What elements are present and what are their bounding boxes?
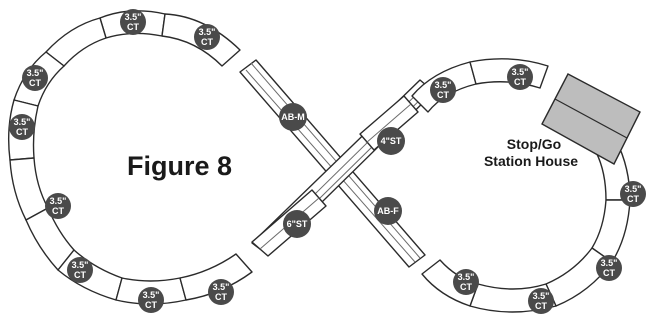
svg-text:3.5": 3.5" <box>533 291 550 301</box>
svg-text:3.5": 3.5" <box>625 184 642 194</box>
station-house-building <box>541 73 641 165</box>
curve-badge: 3.5"CT <box>45 193 71 219</box>
badge-4in-st: 4"ST <box>377 127 405 155</box>
svg-text:CT: CT <box>52 206 64 216</box>
svg-text:CT: CT <box>603 268 615 278</box>
svg-text:AB-M: AB-M <box>281 112 305 122</box>
straight-4in <box>359 95 419 151</box>
curve-badge: 3.5"CT <box>138 287 164 313</box>
station-label-line1: Stop/Go <box>507 136 561 152</box>
badge-6in-st: 6"ST <box>283 210 311 238</box>
svg-text:3.5": 3.5" <box>50 196 67 206</box>
station-label-line2: Station House <box>484 153 578 169</box>
curve-badge: 3.5"CT <box>67 257 93 283</box>
curve-badge: 3.5"CT <box>9 114 35 140</box>
svg-text:CT: CT <box>145 300 157 310</box>
curve-badge: 3.5"CT <box>120 9 146 35</box>
svg-text:3.5": 3.5" <box>458 272 475 282</box>
left-loop <box>7 10 253 305</box>
curve-badge: 3.5"CT <box>22 65 48 91</box>
svg-text:CT: CT <box>514 77 526 87</box>
curve-badge: 3.5"CT <box>453 269 479 295</box>
curve-badge: 3.5"CT <box>430 77 456 103</box>
svg-text:CT: CT <box>460 282 472 292</box>
svg-text:CT: CT <box>16 127 28 137</box>
svg-text:4"ST: 4"ST <box>381 136 402 146</box>
svg-text:3.5": 3.5" <box>143 290 160 300</box>
badge-ab-f: AB-F <box>374 197 402 225</box>
svg-text:CT: CT <box>215 292 227 302</box>
svg-text:CT: CT <box>627 194 639 204</box>
svg-text:CT: CT <box>74 270 86 280</box>
svg-text:CT: CT <box>201 37 213 47</box>
svg-text:CT: CT <box>29 78 41 88</box>
svg-text:CT: CT <box>437 90 449 100</box>
svg-text:CT: CT <box>127 22 139 32</box>
figure-title: Figure 8 <box>127 151 232 181</box>
svg-text:3.5": 3.5" <box>601 258 618 268</box>
svg-text:3.5": 3.5" <box>125 12 142 22</box>
svg-text:3.5": 3.5" <box>27 68 44 78</box>
svg-text:3.5": 3.5" <box>72 260 89 270</box>
svg-text:3.5": 3.5" <box>512 67 529 77</box>
svg-text:3.5": 3.5" <box>213 282 230 292</box>
curve-badge: 3.5"CT <box>507 64 533 90</box>
svg-text:6"ST: 6"ST <box>287 219 308 229</box>
curve-badge: 3.5"CT <box>208 279 234 305</box>
svg-text:3.5": 3.5" <box>199 27 216 37</box>
badge-ab-m: AB-M <box>279 103 307 131</box>
svg-text:AB-F: AB-F <box>377 206 399 216</box>
curve-badge: 3.5"CT <box>596 255 622 281</box>
svg-text:3.5": 3.5" <box>435 80 452 90</box>
svg-text:CT: CT <box>535 301 547 311</box>
curve-badge: 3.5"CT <box>194 24 220 50</box>
svg-text:3.5": 3.5" <box>14 117 31 127</box>
curve-badges: 3.5"CT 3.5"CT 3.5"CT 3.5"CT 3.5"CT 3.5"C… <box>9 9 646 314</box>
curve-badge: 3.5"CT <box>620 181 646 207</box>
curve-badge: 3.5"CT <box>528 288 554 314</box>
